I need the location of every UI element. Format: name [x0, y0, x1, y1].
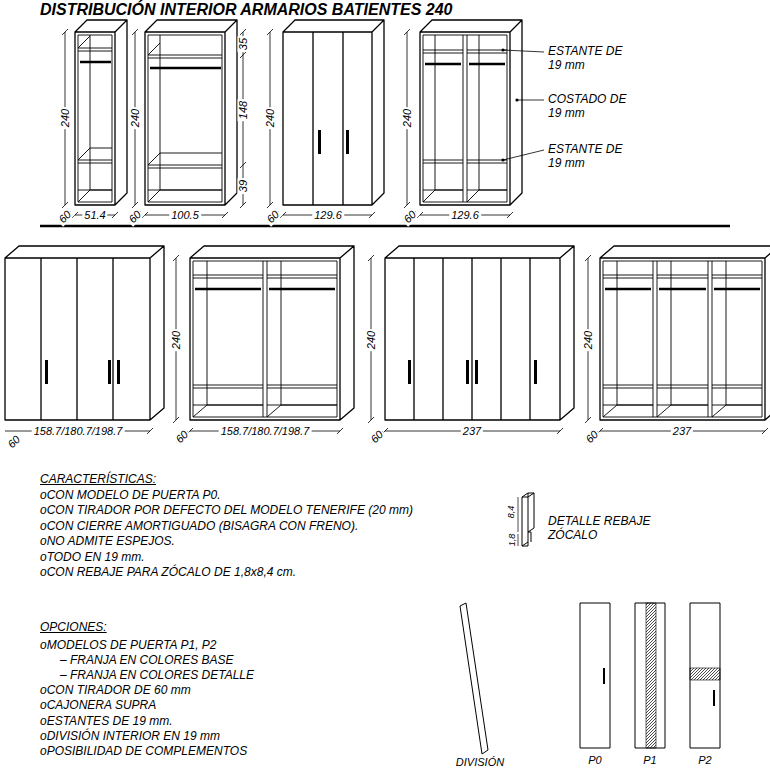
dimension-label: 240 — [265, 107, 276, 129]
dimension-label: 129.6 — [449, 210, 481, 221]
door-handle — [466, 360, 469, 384]
door-handle — [408, 360, 411, 384]
option-item: oDIVISIÓN INTERIOR EN 19 mm — [40, 730, 220, 744]
wardrobe-outline — [190, 246, 354, 420]
dimension-label: 240 — [583, 329, 594, 351]
option-item: oMODELOS DE PUERTA P1, P2 — [40, 639, 217, 653]
door-stripe — [690, 668, 720, 680]
dimension-label: 237 — [671, 426, 693, 437]
part-label: P0 — [588, 754, 601, 767]
section-heading: OPCIONES: — [40, 621, 107, 635]
leader-dot — [501, 48, 504, 51]
dimension-label: 60 — [172, 427, 191, 446]
feature-item: oCON CIERRE AMORTIGUADO (BISAGRA CON FRE… — [40, 520, 358, 534]
dimension-label: 60 — [582, 427, 601, 446]
wardrobe-interior — [423, 35, 507, 202]
wardrobe-outline — [283, 20, 384, 205]
door-stripe — [646, 603, 656, 748]
dimension-label: 51.4 — [82, 210, 107, 221]
feature-item: oCON TIRADOR POR DEFECTO DEL MODELO TENE… — [40, 504, 413, 518]
dimension-line — [518, 497, 519, 546]
dimension-label: 60 — [125, 207, 144, 226]
dimension-label: 1,8 — [508, 532, 517, 549]
dimension-label: 237 — [461, 426, 483, 437]
wardrobe-interior — [148, 35, 222, 202]
dimension-label: 60 — [263, 207, 282, 226]
option-item: oCAJONERA SUPRA — [40, 699, 156, 713]
leader-dot — [501, 158, 504, 161]
dimension-label: 240 — [366, 329, 377, 351]
dimension-label: 60 — [400, 207, 419, 226]
door-handle — [346, 130, 349, 154]
dimension-label: 35 — [238, 36, 249, 52]
hanging-rail — [195, 288, 335, 291]
dimension-label: 240 — [402, 107, 413, 129]
hanging-rail — [605, 288, 760, 291]
dimension-label: 148 — [238, 99, 249, 121]
dimension-label: 158.7/180.7/198.7 — [32, 426, 125, 437]
door-p2 — [690, 603, 720, 748]
door-handle — [45, 360, 48, 384]
option-item: oCON TIRADOR DE 60 mm — [40, 684, 191, 698]
plinth-rebate-detail — [522, 493, 534, 546]
leader-line — [503, 50, 544, 160]
option-item: – FRANJA EN COLORES BASE — [60, 654, 234, 668]
door-handle — [534, 360, 537, 384]
wardrobe-outline — [145, 20, 237, 205]
wardrobe-interior — [193, 261, 337, 417]
separator-rule — [40, 225, 730, 228]
feature-item: oTODO EN 19 mm. — [40, 551, 144, 565]
dimension-label: 240 — [130, 107, 141, 129]
wardrobe-outline — [385, 246, 574, 420]
dimension-label: 158.7/180.7/198.7 — [219, 426, 312, 437]
door-p1 — [635, 603, 665, 748]
door-handle — [108, 360, 111, 384]
dimension-line — [5, 255, 768, 443]
option-item: oPOSIBILIDAD DE COMPLEMENTOS — [40, 745, 247, 759]
door-handle — [475, 360, 478, 384]
feature-item: oCON MODELO DE PUERTA P0. — [40, 489, 221, 503]
callout-label: ESTANTE DE 19 mm — [548, 45, 628, 73]
callout-label: COSTADO DE 19 mm — [548, 93, 628, 121]
callout-label: ESTANTE DE 19 mm — [548, 143, 628, 171]
feature-item: oCON REBAJE PARA ZÓCALO DE 1,8x8,4 cm. — [40, 566, 296, 580]
dimension-label: 129.6 — [312, 210, 344, 221]
hanging-rail — [150, 67, 221, 70]
wardrobe-outline — [600, 246, 770, 420]
dimension-label: 100.5 — [169, 210, 201, 221]
part-label: P1 — [643, 754, 656, 767]
door-handle — [318, 130, 321, 154]
page-title: DISTRIBUCIÓN INTERIOR ARMARIOS BATIENTES… — [40, 1, 452, 19]
hanging-rail — [80, 61, 111, 64]
dimension-label: 60 — [367, 427, 386, 446]
dimension-label: 39 — [238, 178, 249, 194]
section-heading: CARACTERÍSTICAS: — [40, 473, 156, 487]
wardrobe-interior — [78, 35, 112, 202]
wardrobe-outline — [5, 246, 164, 420]
leader-dot — [515, 98, 518, 101]
door-handle — [117, 360, 120, 384]
option-item: oESTANTES DE 19 mm. — [40, 715, 172, 729]
dimension-label: 60 — [4, 432, 23, 451]
part-label: DIVISIÓN — [456, 756, 504, 769]
dimension-label: 60 — [55, 207, 74, 226]
dimension-label: 240 — [171, 329, 182, 351]
option-item: – FRANJA EN COLORES DETALLE — [60, 669, 254, 683]
detail-label: DETALLE REBAJE ZÓCALO — [548, 515, 668, 543]
division-panel — [460, 603, 488, 754]
hanging-rail — [425, 63, 505, 66]
part-label: P2 — [698, 754, 711, 767]
door-handle — [713, 690, 715, 706]
wardrobe-outline — [420, 20, 522, 205]
wardrobe-interior — [603, 261, 762, 417]
door-handle — [603, 668, 605, 684]
feature-item: oNO ADMITE ESPEJOS. — [40, 535, 175, 549]
dimension-line — [59, 29, 513, 223]
wardrobe-outline — [75, 20, 127, 205]
dimension-label: 240 — [60, 107, 71, 129]
dimension-label: 8,4 — [507, 504, 516, 521]
door-p0 — [580, 603, 610, 748]
